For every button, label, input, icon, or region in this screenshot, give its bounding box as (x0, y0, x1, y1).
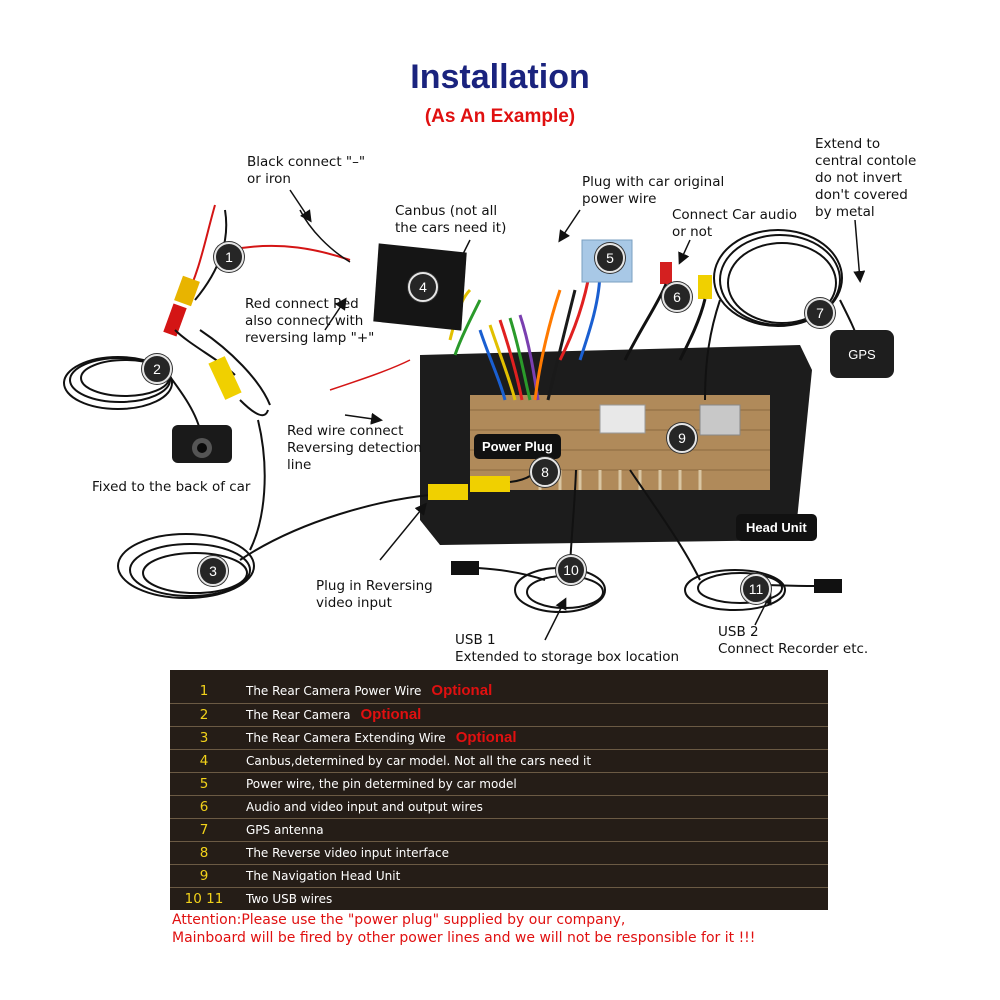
legend-number: 4 (199, 753, 209, 769)
legend-text: The Reverse video input interface (246, 846, 449, 860)
gps-cable (704, 229, 859, 401)
legend-row: 7 GPS antenna (170, 818, 828, 841)
gps-antenna: GPS (830, 330, 894, 378)
legend-text: Audio and video input and output wires (246, 800, 483, 814)
reversing-video-plug (428, 484, 468, 500)
rear-camera-cable (63, 329, 271, 431)
attention-line-2: Mainboard will be fired by other power l… (172, 930, 756, 946)
optional-badge: Optional (360, 706, 422, 723)
legend-text: Power wire, the pin determined by car mo… (246, 777, 517, 791)
legend-row: 9 The Navigation Head Unit (170, 864, 828, 887)
legend-row: 6 Audio and video input and output wires (170, 795, 828, 818)
legend-row: 8 The Reverse video input interface (170, 841, 828, 864)
label-car-audio: Connect Car audio or not (672, 207, 798, 240)
optional-badge: Optional (431, 682, 493, 699)
legend-text: The Navigation Head Unit (246, 869, 401, 883)
legend-number: 10 11 (184, 891, 224, 907)
legend-text: GPS antenna (246, 823, 324, 837)
label-usb1: USB 1 Extended to storage box location (455, 632, 680, 665)
legend-text: Two USB wires (246, 892, 333, 906)
wiring-illustration (63, 189, 866, 641)
rca-red-connector (660, 262, 672, 284)
marker-9: 9 (667, 423, 697, 453)
label-extend-gps: Extend to central contole do not invert … (815, 136, 917, 220)
marker-7: 7 (805, 298, 835, 328)
page-title: Installation (410, 58, 590, 96)
legend-text: Canbus,determined by car model. Not all … (246, 754, 592, 768)
marker-2: 2 (142, 354, 172, 384)
annotation-arrows (289, 189, 866, 641)
optional-badge: Optional (455, 729, 517, 746)
usb2-cable (629, 469, 842, 611)
attention-line-1: Attention:Please use the "power plug" su… (172, 912, 626, 928)
legend-row: 4 Canbus,determined by car model. Not al… (170, 749, 828, 772)
label-red-connect: Red connect Red also connect with revers… (245, 296, 375, 346)
legend-number: 3 (199, 730, 209, 746)
marker-11: 11 (741, 574, 771, 604)
label-red-wire: Red wire connect Reversing detection lin… (287, 423, 422, 473)
label-plug-reversing: Plug in Reversing video input (316, 578, 433, 611)
legend-row: 10 11 Two USB wires (170, 887, 828, 910)
legend-number: 7 (199, 822, 209, 838)
page-subtitle: (As An Example) (424, 106, 576, 127)
label-plug-power: Plug with car original power wire (582, 174, 725, 207)
legend-number: 5 (199, 776, 209, 792)
camera-extension-cable (117, 419, 431, 599)
rear-camera (172, 425, 232, 463)
head-unit-tag: Head Unit (736, 514, 817, 541)
marker-8: 8 (530, 457, 560, 487)
legend-number: 6 (199, 799, 209, 815)
legend-number: 2 (199, 707, 209, 723)
head-unit-illustration (420, 345, 812, 545)
legend-number: 1 (199, 683, 209, 699)
power-plug-tag: Power Plug (474, 434, 561, 459)
label-usb2: USB 2 Connect Recorder etc. (718, 624, 869, 657)
reversing-video-plug-2 (470, 476, 510, 492)
legend-number: 8 (199, 845, 209, 861)
rear-camera-power-wire (163, 204, 351, 376)
label-fixed-back: Fixed to the back of car (92, 479, 251, 495)
rca-yellow-connector (698, 275, 712, 299)
legend-number: 9 (199, 868, 209, 884)
marker-5: 5 (595, 243, 625, 273)
marker-1: 1 (214, 242, 244, 272)
label-black-connect: Black connect "–" or iron (247, 154, 366, 187)
marker-10: 10 (556, 555, 586, 585)
marker-4: 4 (408, 272, 438, 302)
legend-row: 5 Power wire, the pin determined by car … (170, 772, 828, 795)
marker-3: 3 (198, 556, 228, 586)
label-canbus: Canbus (not all the cars need it) (395, 203, 507, 236)
marker-6: 6 (662, 282, 692, 312)
